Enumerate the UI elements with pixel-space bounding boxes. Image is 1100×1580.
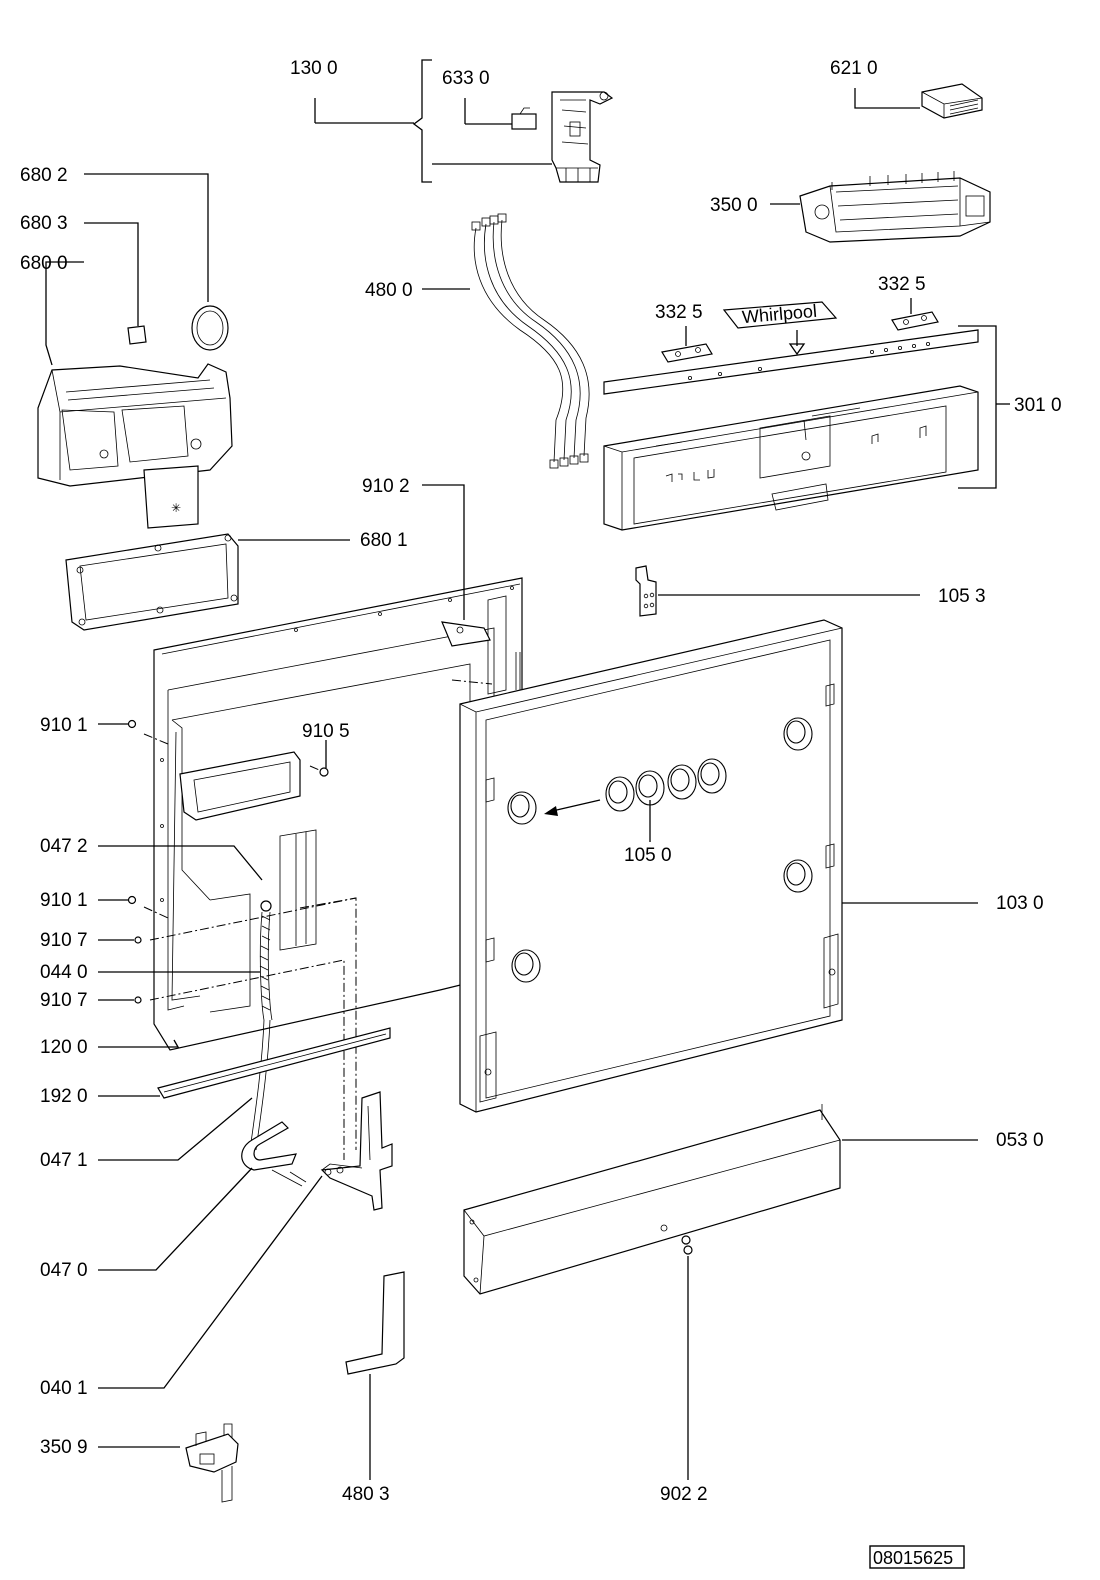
part-301-0-group: Whirlpool 332 5 332 5 301 0 — [603, 274, 1062, 531]
control-board-part — [799, 171, 991, 243]
door-lock-part — [551, 91, 614, 183]
label-044-0: 044 0 — [40, 962, 88, 983]
label-680-2: 680 2 — [20, 165, 68, 186]
label-902-2: 902 2 — [660, 1484, 708, 1505]
label-910-5: 910 5 — [302, 721, 350, 742]
door-switch-part — [185, 1423, 239, 1503]
panel-strip-part — [603, 329, 979, 395]
label-910-7-top: 910 7 — [40, 930, 88, 951]
wiring-harness-part: 480 0 — [365, 213, 590, 469]
label-332-5-right: 332 5 — [878, 274, 926, 295]
label-105-0: 105 0 — [624, 845, 672, 866]
leader-lines — [98, 484, 465, 1480]
label-910-1-mid: 910 1 — [40, 890, 88, 911]
label-120-0: 120 0 — [40, 1037, 88, 1058]
logo-badge-part: Whirlpool — [722, 301, 838, 329]
kick-plate-part — [463, 1104, 978, 1295]
clip-part — [127, 325, 147, 345]
screws — [127, 719, 329, 1004]
label-680-1: 680 1 — [360, 530, 408, 551]
label-047-0: 047 0 — [40, 1260, 88, 1281]
part-105-3-group: 105 3 — [635, 565, 986, 617]
l-bracket-part — [345, 1271, 405, 1375]
label-047-1: 047 1 — [40, 1150, 88, 1171]
gasket-frame-part — [65, 533, 239, 631]
label-350-0: 350 0 — [710, 195, 758, 216]
hinge-plate-part — [320, 1091, 393, 1211]
dispenser-part: ✳ — [37, 363, 233, 529]
hinge-arm-part — [241, 1121, 307, 1187]
screw-902-2-part — [681, 1235, 693, 1480]
part-680-group: ✳ 680 2 680 3 680 0 680 1 — [20, 165, 408, 631]
part-621-0-group: 621 0 — [830, 58, 983, 119]
label-621-0: 621 0 — [830, 58, 878, 79]
seal-ring-part — [191, 305, 229, 351]
inner-door-panel-part — [153, 577, 523, 1051]
pad-left-part — [661, 343, 713, 363]
control-fascia-part — [603, 385, 979, 531]
label-301-0: 301 0 — [1014, 395, 1062, 416]
label-040-1: 040 1 — [40, 1378, 88, 1399]
svg-text:✳: ✳ — [171, 501, 181, 515]
document-number-box: 08015625 — [869, 1545, 965, 1569]
outer-door-part — [459, 619, 978, 1113]
label-053-0: 053 0 — [996, 1130, 1044, 1151]
label-332-5-left: 332 5 — [655, 302, 703, 323]
label-130-0: 130 0 — [290, 58, 338, 79]
label-633-0: 633 0 — [442, 68, 490, 89]
label-103-0: 103 0 — [996, 893, 1044, 914]
part-350-0-group: 350 0 — [710, 171, 991, 243]
label-910-7-bot: 910 7 — [40, 990, 88, 1011]
label-192-0: 192 0 — [40, 1086, 88, 1107]
label-910-2: 910 2 — [362, 476, 410, 497]
rail-part — [157, 1027, 391, 1099]
micro-switch-part — [511, 113, 537, 130]
logo-text: Whirlpool — [741, 301, 817, 327]
hinge-spring-part — [249, 900, 273, 1151]
connector-block-part — [921, 83, 983, 119]
pad-right-part — [891, 311, 939, 331]
label-680-0: 680 0 — [20, 253, 68, 274]
label-480-3: 480 3 — [342, 1484, 390, 1505]
part-130-0-group: 130 0 633 0 — [290, 58, 614, 183]
label-047-2: 047 2 — [40, 836, 88, 857]
label-350-9: 350 9 — [40, 1437, 88, 1458]
label-680-3: 680 3 — [20, 213, 68, 234]
label-105-3: 105 3 — [938, 586, 986, 607]
document-number: 08015625 — [873, 1548, 953, 1568]
labels: 910 2 910 1 910 5 047 2 105 0 910 1 103 … — [40, 476, 1044, 1505]
label-480-0: 480 0 — [365, 280, 413, 301]
label-910-1-top: 910 1 — [40, 715, 88, 736]
